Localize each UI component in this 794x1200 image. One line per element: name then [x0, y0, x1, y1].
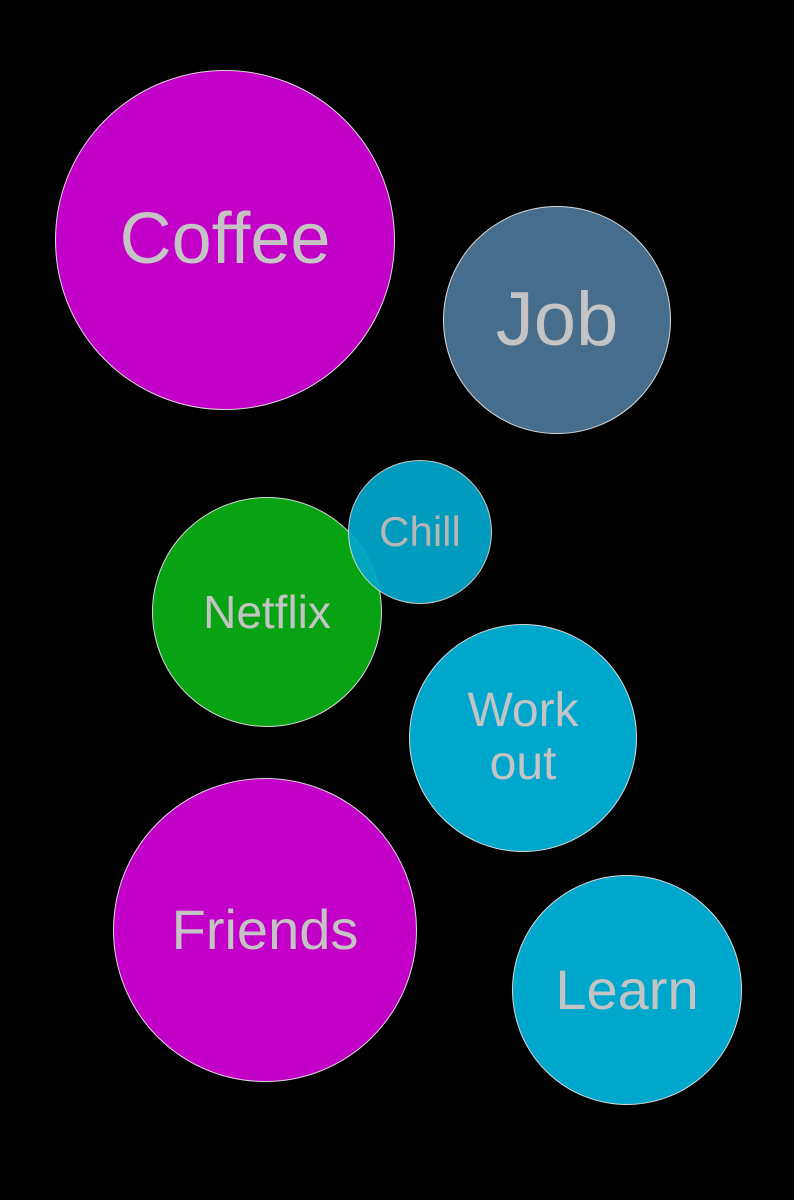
- bubble-label: Learn: [555, 958, 699, 1022]
- bubble-friends: Friends: [113, 778, 417, 1082]
- bubble-learn: Learn: [512, 875, 742, 1105]
- bubble-workout: Work out: [409, 624, 637, 852]
- bubble-label: Work out: [467, 684, 579, 790]
- bubble-label: Netflix: [203, 585, 331, 638]
- bubble-label: Job: [495, 277, 619, 363]
- bubble-label: Friends: [171, 898, 359, 962]
- bubble-chill: Chill: [348, 460, 492, 604]
- bubble-label: Chill: [379, 507, 461, 555]
- bubble-netflix: Netflix: [152, 497, 382, 727]
- bubble-coffee: Coffee: [55, 70, 395, 410]
- bubble-label: Coffee: [119, 199, 331, 280]
- bubble-job: Job: [443, 206, 671, 434]
